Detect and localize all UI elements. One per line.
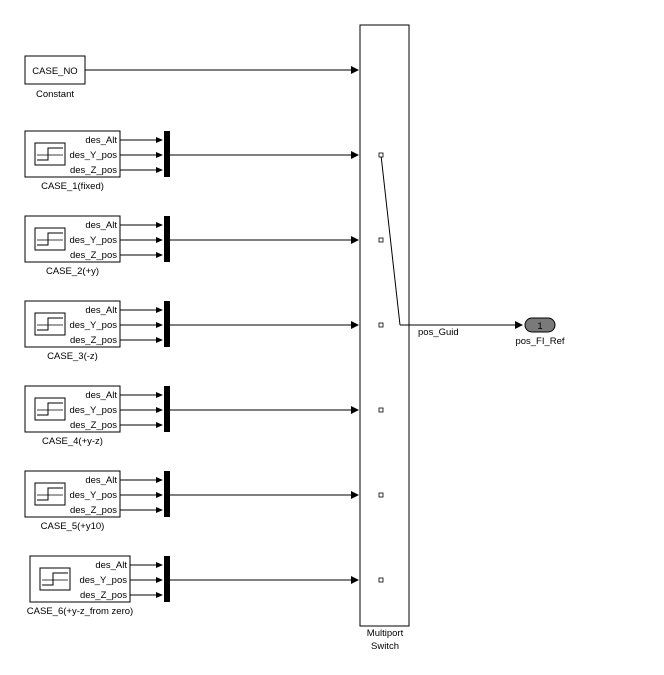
port-label: des_Y_pos — [69, 405, 117, 416]
bus-arrow — [351, 576, 359, 584]
mux-bar[interactable] — [164, 386, 170, 432]
mux-bar[interactable] — [164, 301, 170, 347]
port-arrow — [156, 307, 163, 313]
port-label: des_Y_pos — [69, 320, 117, 331]
signal-waveform-icon — [39, 567, 71, 591]
signal-builder-name: CASE_5(+y10) — [41, 521, 105, 532]
signal-builder-groups: CASE_1(fixed)des_Altdes_Y_posdes_Z_posCA… — [24, 130, 384, 617]
port-label: des_Alt — [95, 560, 127, 571]
port-label: des_Z_pos — [80, 590, 127, 601]
switch-input-port — [378, 152, 384, 158]
signal-waveform-icon — [34, 397, 66, 421]
switch-input-port — [378, 322, 384, 328]
port-arrow — [156, 392, 163, 398]
outport-number: 1 — [537, 321, 542, 332]
port-label: des_Z_pos — [70, 335, 117, 346]
bus-arrow — [351, 236, 359, 244]
switch-name-line2: Switch — [371, 641, 399, 652]
port-label: des_Alt — [85, 475, 117, 486]
signal-builder-name: CASE_1(fixed) — [41, 181, 104, 192]
port-label: des_Y_pos — [69, 235, 117, 246]
output-signal-label: pos_Guid — [418, 327, 459, 338]
port-arrow — [156, 492, 163, 498]
signal-builder-name: CASE_6(+y-z_from zero) — [27, 606, 133, 617]
switch-name-line1: Multiport — [367, 628, 404, 639]
signal-waveform-icon — [34, 312, 66, 336]
mux-bar[interactable] — [164, 216, 170, 262]
switch-input-port — [378, 407, 384, 413]
port-arrow — [156, 407, 163, 413]
port-arrow — [156, 562, 163, 568]
port-label: des_Z_pos — [70, 420, 117, 431]
outport-block[interactable] — [524, 317, 556, 333]
bus-arrow — [351, 491, 359, 499]
constant-block[interactable]: CASE_NO — [24, 55, 86, 85]
signal-builder-name: CASE_4(+y-z) — [42, 436, 103, 447]
port-label: des_Alt — [85, 390, 117, 401]
port-label: des_Z_pos — [70, 165, 117, 176]
bus-arrow — [351, 321, 359, 329]
port-label: des_Y_pos — [79, 575, 127, 586]
constant-value: CASE_NO — [32, 66, 77, 77]
port-label: des_Y_pos — [69, 490, 117, 501]
port-label: des_Z_pos — [70, 250, 117, 261]
port-label: des_Y_pos — [69, 150, 117, 161]
signal-builder-6: CASE_6(+y-z_from zero) des_Alt des_Y_posde… — [27, 555, 384, 617]
bus-arrow — [351, 406, 359, 414]
control-arrow — [351, 66, 359, 74]
signal-builder-name: CASE_2(+y) — [46, 266, 99, 277]
switch-internal-link — [380, 154, 401, 326]
port-arrow — [156, 322, 163, 328]
signal-builder-3: CASE_3(-z) des_Alt des_Y_pos des_Z_pos — [24, 300, 384, 362]
port-arrow — [156, 477, 163, 483]
port-label: des_Alt — [85, 135, 117, 146]
port-arrow — [156, 152, 163, 158]
port-arrow — [156, 222, 163, 228]
switch-input-port — [378, 237, 384, 243]
constant-name: Constant — [36, 89, 74, 100]
port-label: des_Alt — [85, 220, 117, 231]
port-arrow — [156, 252, 163, 258]
switch-input-port — [378, 577, 384, 583]
signal-waveform-icon — [34, 142, 66, 166]
mux-bar[interactable] — [164, 471, 170, 517]
mux-bar[interactable] — [164, 131, 170, 177]
port-arrow — [156, 507, 163, 513]
signal-builder-4: CASE_4(+y-z) des_Alt des_Y_pos des_Z_pos — [24, 385, 384, 447]
port-label: des_Alt — [85, 305, 117, 316]
port-arrow — [156, 237, 163, 243]
port-arrow — [156, 577, 163, 583]
signal-builder-block[interactable] — [24, 385, 121, 433]
port-arrow — [156, 137, 163, 143]
signal-builder-2: CASE_2(+y) des_Alt des_Y_pos des_Z_pos — [24, 215, 384, 277]
outport-name: pos_FI_Ref — [515, 336, 564, 347]
signal-builder-name: CASE_3(-z) — [47, 351, 98, 362]
port-arrow — [156, 592, 163, 598]
mux-bar[interactable] — [164, 556, 170, 602]
signal-builder-1: CASE_1(fixed) des_Alt des_Y_pos des_Z_pos — [24, 130, 384, 192]
bus-arrow — [351, 151, 359, 159]
port-label: des_Z_pos — [70, 505, 117, 516]
signal-builder-5: CASE_5(+y10) des_Alt des_Y_pos des_Z_pos — [24, 470, 384, 532]
port-arrow — [156, 337, 163, 343]
switch-input-port — [378, 492, 384, 498]
port-arrow — [156, 167, 163, 173]
output-arrow — [515, 321, 523, 329]
signal-waveform-icon — [34, 227, 66, 251]
port-arrow — [156, 422, 163, 428]
signal-waveform-icon — [34, 482, 66, 506]
